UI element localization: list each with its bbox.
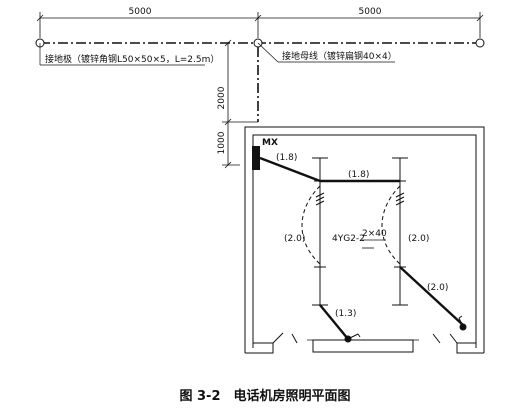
switch-right [458,315,467,331]
panel-mx [252,146,260,170]
top-dimension [36,12,484,38]
arc-left [301,185,321,265]
switch-left [344,333,361,343]
dim-vertical-2000: 2000 [217,86,227,109]
wiring [259,156,464,340]
door-swings [272,332,458,344]
arc-right-label: (2.0) [408,234,429,244]
run-top-label: (1.8) [348,170,369,180]
ground-rod-label: 接地极（镀锌角钢L50×50×5，L=2.5m） [45,53,219,65]
dim-vertical-1000: 1000 [217,131,227,154]
lamp-row-left [312,157,328,306]
lamp-spec-label: 4YG2-2 [332,234,365,244]
panel-mx-label: MX [262,138,278,148]
dim-top-right: 5000 [359,7,382,17]
run-switch-right-label: (2.0) [427,283,448,293]
run-panel-label: (1.8) [276,153,297,163]
ground-rod-right [475,38,485,48]
arc-left-label: (2.0) [284,234,305,244]
bottom-opening [312,339,414,353]
ground-bus-leader [257,42,279,63]
room-walls [244,126,485,354]
left-dimension [222,39,258,169]
dim-top-left: 5000 [129,7,152,17]
figure-caption: 图 3-2 电话机房照明平面图 [179,388,350,404]
arc-right [381,185,401,265]
ground-bus-label: 接地母线（镀锌扁钢40×4） [282,50,397,62]
lamp-row-right [392,157,408,306]
run-switch-left-label: (1.3) [335,309,356,319]
lamp-mount-label: 2×40 [362,229,387,239]
